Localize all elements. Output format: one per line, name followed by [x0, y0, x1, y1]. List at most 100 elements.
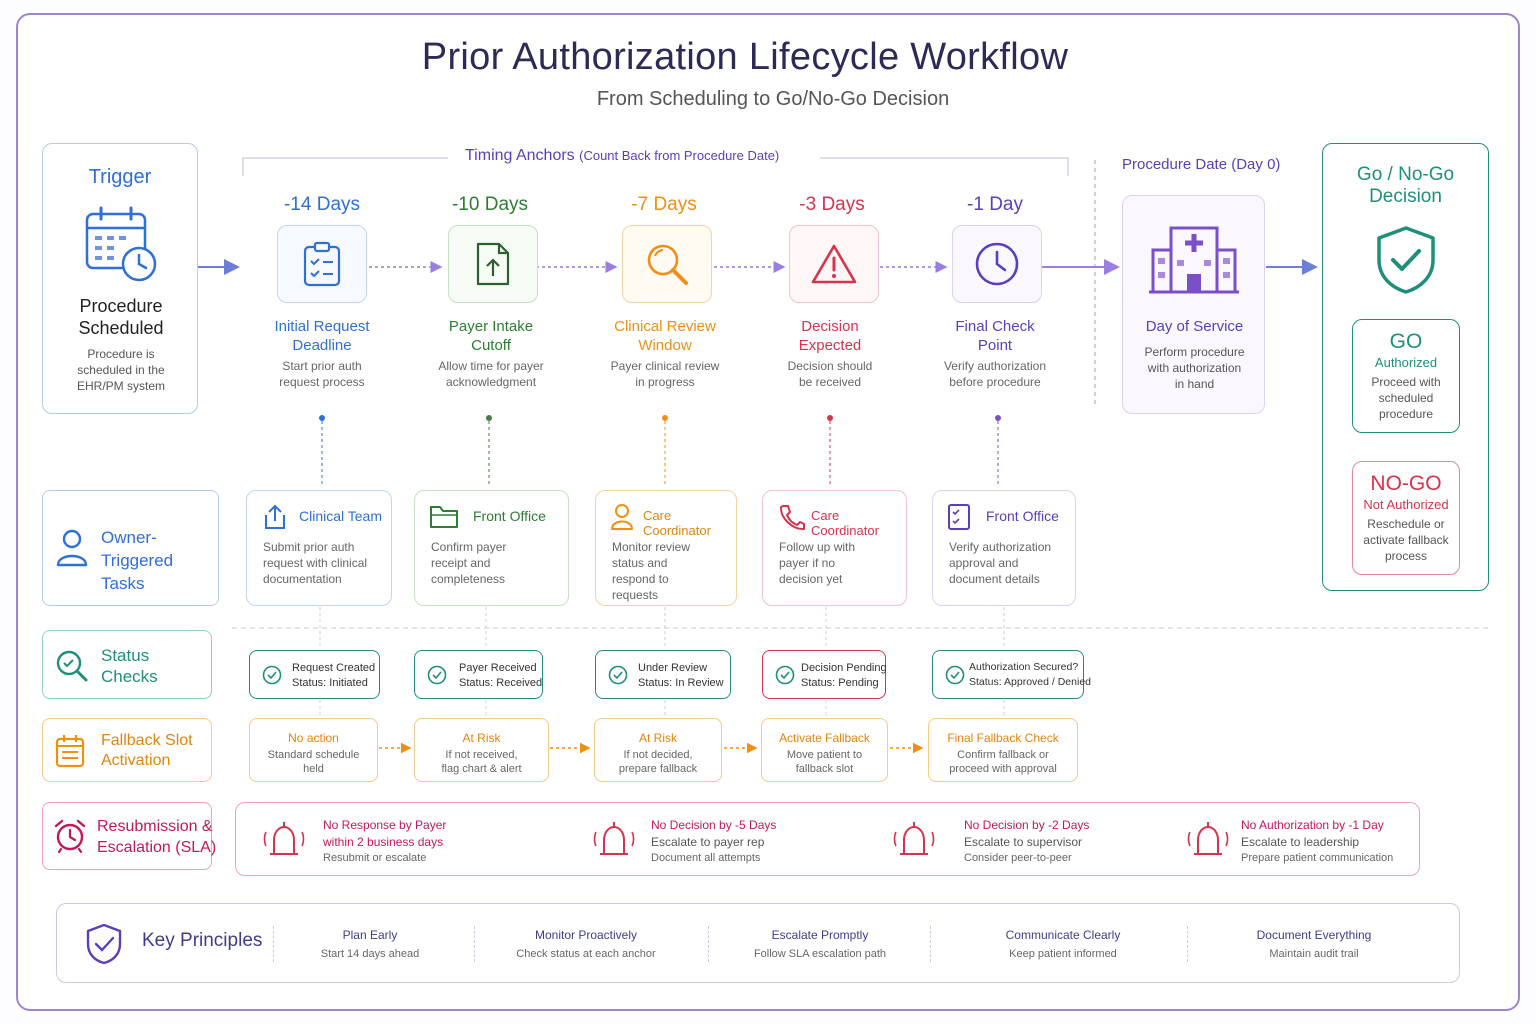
person-icon — [56, 529, 88, 567]
alarm-clock-icon — [54, 819, 86, 854]
status-4-line1: Decision Pending — [801, 662, 887, 674]
dos-desc-line2: with authorization — [1147, 361, 1242, 375]
warning-triangle-icon — [811, 244, 857, 284]
milestone-title-3a: Clinical Review — [614, 318, 716, 335]
fallback-2-line1: If not received, — [445, 749, 518, 761]
task-card-5: Front Office Verify authorization approv… — [932, 490, 1076, 606]
fallback-line2: Activation — [101, 752, 171, 769]
resub-line1: Resubmission & — [97, 818, 213, 835]
resubmission-label: Resubmission & Escalation (SLA) — [42, 802, 216, 870]
fallback-2-title: At Risk — [462, 731, 501, 745]
procedure-date-label: Procedure Date (Day 0) — [1122, 156, 1281, 173]
task-owner-3: Care Coordinator — [643, 508, 711, 538]
dos-desc-line1: Perform procedure — [1144, 345, 1245, 359]
alarm-bell-icon — [1187, 822, 1229, 855]
alarm-bell-icon — [593, 822, 635, 855]
escalation-3-line2: Escalate to supervisor — [964, 835, 1083, 849]
principle-4-title: Communicate Clearly — [1005, 928, 1121, 942]
trigger-title-line2: Scheduled — [78, 318, 164, 338]
fallback-5-title: Final Fallback Check — [947, 731, 1059, 745]
trigger-desc-line1: Procedure is — [87, 347, 155, 361]
task-card-4: Care Coordinator Follow up with payer if… — [762, 490, 907, 606]
status-1-line1: Request Created — [292, 662, 376, 674]
fallback-1-title: No action — [288, 731, 339, 745]
timing-bracket-right — [820, 157, 1069, 176]
status-search-icon — [56, 650, 88, 682]
milestone-card-5 — [952, 225, 1042, 303]
fallback-4-line1: Move patient to — [786, 749, 863, 761]
check-circle-icon — [775, 665, 795, 685]
milestone-desc-5b: before procedure — [949, 375, 1041, 389]
principle-5-title: Document Everything — [1256, 928, 1372, 942]
timing-anchors-heading: Timing Anchors (Count Back from Procedur… — [465, 147, 779, 165]
principle-4: Communicate Clearly Keep patient informe… — [963, 928, 1163, 960]
alarm-bell-icon — [263, 822, 305, 855]
shield-check-icon — [1373, 224, 1439, 301]
principle-2: Monitor Proactively Check status at each… — [486, 928, 686, 960]
milestone-title-1a: Initial Request — [274, 318, 370, 335]
milestone-day-1: -14 Days — [283, 194, 361, 215]
decision-header-line1: Go / No-Go — [1356, 164, 1455, 185]
milestone-desc-4b: be received — [798, 375, 862, 389]
principle-2-desc: Check status at each anchor — [516, 948, 656, 960]
fallback-5-line2: proceed with approval — [949, 763, 1057, 775]
milestone-day-4: -3 Days — [799, 194, 865, 215]
nogo-desc-line3: process — [1384, 549, 1428, 563]
principle-3: Escalate Promptly Follow SLA escalation … — [720, 928, 920, 960]
nogo-card: NO-GO Not Authorized Reschedule or activ… — [1352, 461, 1460, 575]
status-2-line1: Payer Received — [459, 662, 537, 674]
task-owner-1: Clinical Team — [299, 508, 382, 524]
go-title: GO — [1389, 330, 1423, 353]
escalation-2-line3: Document all attempts — [651, 852, 761, 864]
task-desc-3: Monitor review status and respond to req… — [612, 540, 691, 602]
go-desc-line1: Proceed with — [1371, 375, 1441, 389]
escalation-4-title: No Authorization by -1 Day — [1241, 818, 1384, 832]
fallback-step-1: No action Standard schedule held — [249, 718, 378, 782]
task-owner-2: Front Office — [473, 508, 546, 524]
milestone-title-4a: Decision — [801, 318, 859, 335]
milestone-desc-4a: Decision should — [787, 359, 873, 373]
principle-4-desc: Keep patient informed — [1009, 948, 1117, 960]
fallback-4-title: Activate Fallback — [779, 731, 870, 745]
task-desc-2: Confirm payer receipt and completeness — [431, 540, 507, 586]
page-title: Prior Authorization Lifecycle Workflow — [421, 36, 1069, 78]
fallback-step-4: Activate Fallback Move patient to fallba… — [761, 718, 888, 782]
fallback-step-2: At Risk If not received, flag chart & al… — [414, 718, 549, 782]
principle-1: Plan Early Start 14 days ahead — [270, 928, 470, 960]
drop-line-1 — [319, 415, 325, 486]
status-check-1: Request Created Status: Initiated — [249, 650, 380, 699]
owner-tasks-line2: Tasks — [101, 574, 145, 593]
principle-1-title: Plan Early — [342, 928, 398, 942]
status-line1: Status — [101, 646, 150, 665]
clipboard-checklist-icon — [303, 241, 341, 287]
day-of-service-title: Day of Service — [1145, 318, 1244, 335]
status-3-line2: Status: In Review — [638, 677, 724, 689]
milestone-card-2 — [448, 225, 538, 303]
drop-line-4 — [827, 415, 833, 486]
trigger-title-line1: Procedure — [79, 296, 163, 316]
milestone-title-1b: Deadline — [292, 337, 352, 354]
milestone-title-4b: Expected — [798, 337, 862, 354]
go-desc-line2: scheduled — [1378, 391, 1434, 405]
milestone-title-3b: Window — [638, 337, 692, 354]
task-desc-5: Verify authorization approval and docume… — [949, 540, 1052, 586]
check-circle-icon — [608, 665, 628, 685]
status-5-line2: Status: Approved / Denied — [969, 676, 1091, 688]
key-principles-panel: Key Principles — [56, 903, 1460, 983]
file-upload-icon — [476, 242, 510, 286]
timing-bracket-left — [242, 157, 448, 176]
task-desc-4: Follow up with payer if no decision yet — [779, 540, 856, 586]
principle-1-desc: Start 14 days ahead — [320, 948, 420, 960]
phone-icon — [779, 505, 805, 531]
nogo-desc-line1: Reschedule or — [1367, 517, 1445, 531]
status-check-2: Payer Received Status: Received — [414, 650, 543, 699]
fallback-2-line2: flag chart & alert — [441, 763, 522, 775]
fallback-step-5: Final Fallback Check Confirm fallback or… — [928, 718, 1078, 782]
fallback-3-title: At Risk — [638, 731, 677, 745]
task-owner-5: Front Office — [986, 508, 1059, 524]
milestone-day-2: -10 Days — [451, 194, 529, 215]
escalation-3-line3: Consider peer-to-peer — [964, 852, 1072, 864]
principle-3-desc: Follow SLA escalation path — [753, 948, 887, 960]
milestone-desc-3b: in progress — [635, 375, 695, 389]
escalation-1-title: No Response by Payer — [323, 818, 447, 832]
